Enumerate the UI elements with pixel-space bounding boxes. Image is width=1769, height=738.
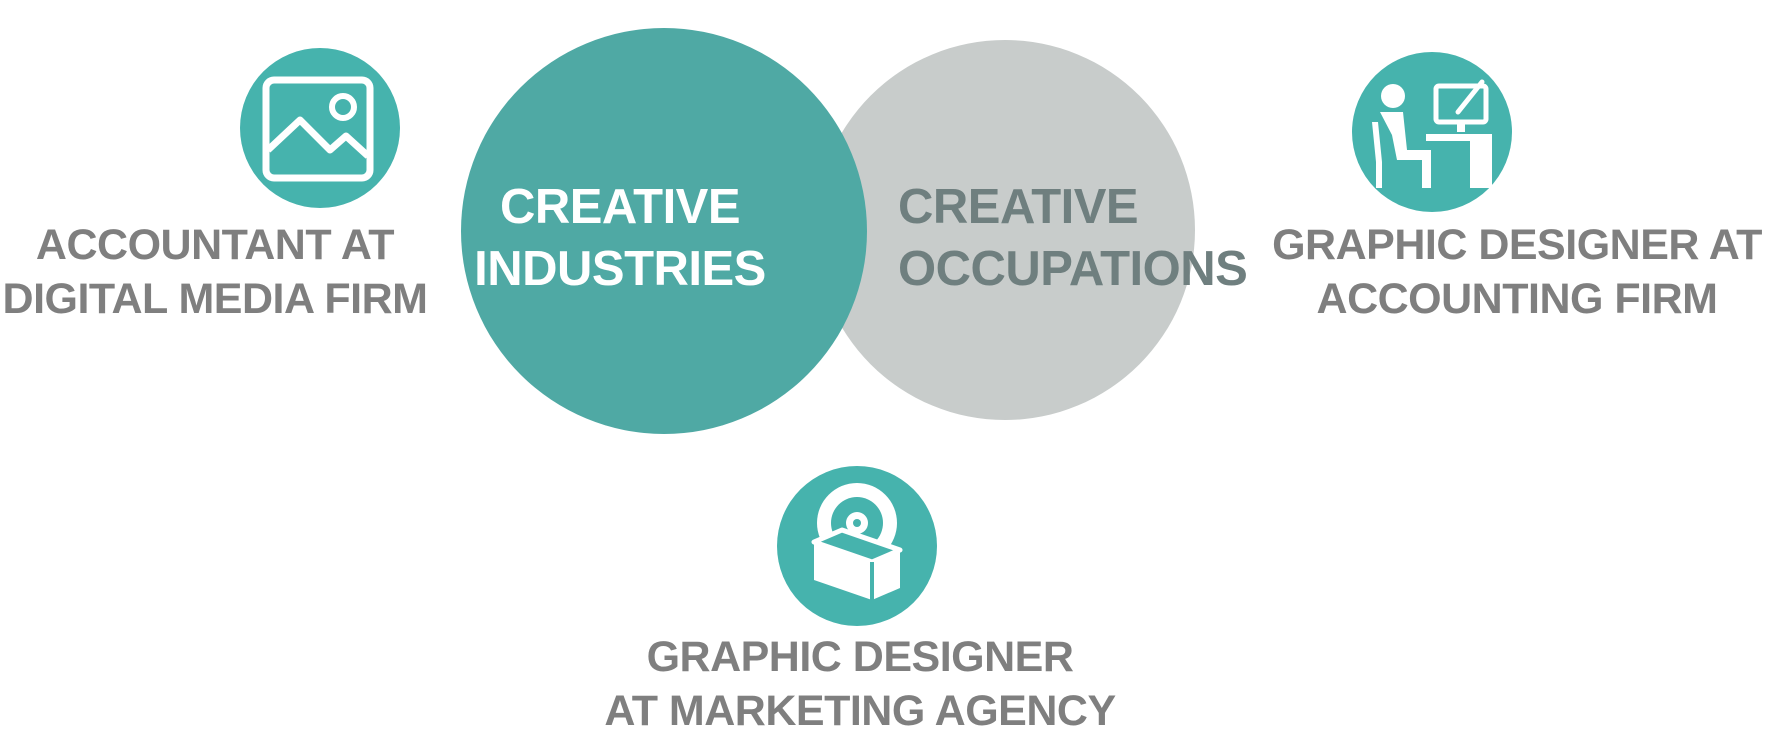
occupations-label-line1: CREATIVE xyxy=(898,180,1139,234)
accountant-caption-line1: ACCOUNTANT AT xyxy=(35,221,395,269)
occupations-circle xyxy=(815,40,1195,420)
designer-accounting-caption-line2: ACCOUNTING FIRM xyxy=(1316,275,1718,323)
accountant-caption-line2: DIGITAL MEDIA FIRM xyxy=(2,275,428,323)
occupations-label: CREATIVE OCCUPATIONS xyxy=(898,176,1258,300)
designer-accounting-caption: GRAPHIC DESIGNER AT ACCOUNTING FIRM xyxy=(1272,218,1762,326)
industries-circle xyxy=(461,28,867,434)
industries-label-line2: INDUSTRIES xyxy=(474,242,766,296)
designer-marketing-caption-line1: GRAPHIC DESIGNER xyxy=(646,633,1074,681)
person-at-computer-icon xyxy=(1352,52,1512,212)
disc-box-icon xyxy=(777,466,937,626)
designer-accounting-caption-line1: GRAPHIC DESIGNER AT xyxy=(1272,221,1762,269)
industries-label: CREATIVE INDUSTRIES xyxy=(470,176,770,300)
industries-label-line1: CREATIVE xyxy=(499,180,741,234)
designer-marketing-caption-line2: AT MARKETING AGENCY xyxy=(604,687,1116,735)
accountant-caption: ACCOUNTANT AT DIGITAL MEDIA FIRM xyxy=(0,218,430,326)
image-landscape-icon xyxy=(240,48,400,208)
occupations-label-line2: OCCUPATIONS xyxy=(898,242,1248,296)
designer-marketing-caption: GRAPHIC DESIGNER AT MARKETING AGENCY xyxy=(580,630,1140,738)
